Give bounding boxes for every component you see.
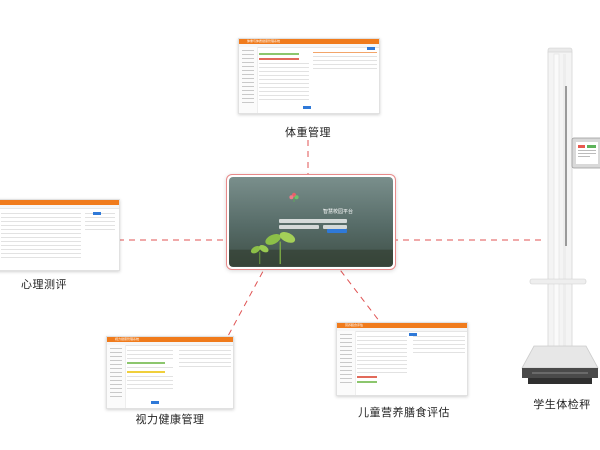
main-content: [1, 210, 117, 268]
sidebar: [239, 47, 258, 113]
password-field[interactable]: [279, 225, 319, 229]
query-button[interactable]: [409, 333, 417, 336]
central-platform-login[interactable]: 智慧校园平台: [226, 174, 396, 270]
weight-management-screenshot[interactable]: 体重与体质健康管理系统: [238, 38, 380, 114]
platform-title: 智慧校园平台: [323, 209, 354, 215]
search-button[interactable]: [151, 401, 159, 404]
nutrition-evaluation-screenshot[interactable]: 营养膳食评估: [336, 322, 468, 396]
submit-button[interactable]: [93, 212, 101, 215]
flower-logo-icon: [289, 192, 299, 202]
weight-label: 体重管理: [285, 126, 331, 139]
vision-label: 视力健康管理: [135, 413, 205, 426]
sidebar: [337, 331, 356, 395]
sidebar: [107, 345, 126, 408]
username-field[interactable]: [279, 219, 347, 223]
window-header: 体重与体质健康管理系统: [239, 39, 379, 44]
psych-assessment-screenshot[interactable]: [0, 199, 120, 271]
action-button[interactable]: [367, 47, 375, 50]
vision-management-screenshot[interactable]: 视力健康管理系统: [106, 336, 234, 409]
window-header: [0, 200, 119, 205]
main-content: [259, 49, 377, 111]
captcha-field[interactable]: [323, 225, 347, 229]
scale-label: 学生体检秤: [533, 398, 591, 411]
nutrition-label: 儿童营养膳食评估: [358, 406, 450, 419]
student-scale-device: [521, 47, 600, 384]
window-header: 视力健康管理系统: [107, 337, 233, 342]
main-content: [357, 333, 465, 393]
psych-label: 心理测评: [21, 278, 67, 291]
main-content: [127, 347, 231, 406]
connector-vision: [227, 261, 269, 337]
window-header: 营养膳食评估: [337, 323, 467, 328]
save-button[interactable]: [303, 106, 311, 109]
connector-nutrition: [333, 261, 381, 323]
seedling-illustration: [229, 231, 393, 267]
login-button[interactable]: [327, 229, 347, 233]
